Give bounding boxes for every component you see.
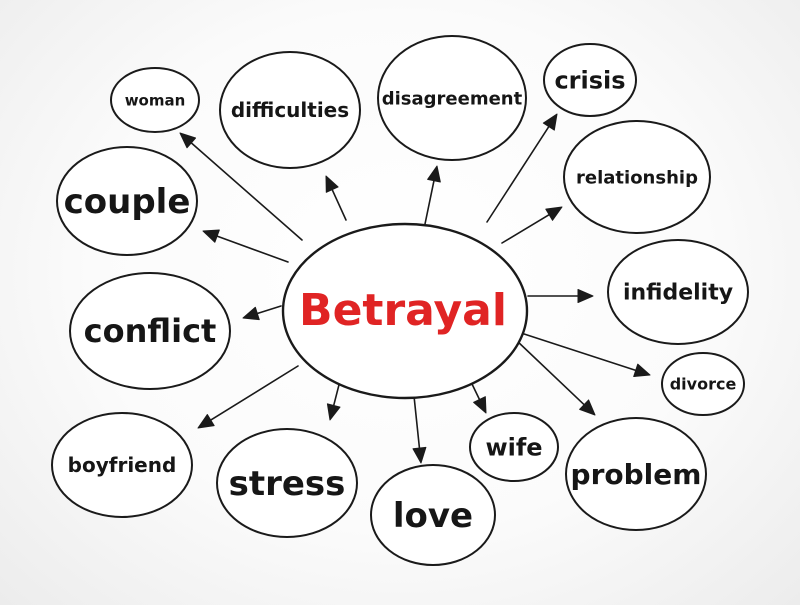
bubble-disagreement <box>377 35 527 161</box>
center-node: Betrayal <box>281 222 529 400</box>
label-woman: woman <box>125 91 186 109</box>
arrowhead-divorce <box>633 363 651 378</box>
label-couple: couple <box>64 182 191 222</box>
node-divorce: divorce <box>661 352 745 416</box>
connector-conflict <box>256 305 282 315</box>
bubble-relationship <box>563 120 711 234</box>
node-infidelity: infidelity <box>607 239 749 345</box>
connector-crisis <box>486 125 550 223</box>
bubble-infidelity <box>607 239 749 345</box>
bubble-boyfriend <box>51 412 193 518</box>
label-relationship: relationship <box>576 167 698 188</box>
node-stress: stress <box>216 428 358 538</box>
bubble-difficulties <box>219 51 361 169</box>
label-problem: problem <box>571 458 702 491</box>
arrowhead-crisis <box>542 113 558 131</box>
node-boyfriend: boyfriend <box>51 412 193 518</box>
bubble-stress <box>216 428 358 538</box>
node-crisis: crisis <box>543 43 637 117</box>
connector-difficulties <box>331 188 347 221</box>
arrowhead-stress <box>326 403 341 421</box>
bubble-couple <box>56 146 198 256</box>
label-crisis: crisis <box>554 66 625 94</box>
arrowhead-infidelity <box>577 289 594 303</box>
connector-relationship <box>501 213 550 244</box>
node-difficulties: difficulties <box>219 51 361 169</box>
arrowhead-difficulties <box>325 175 339 193</box>
connector-love <box>413 395 421 449</box>
node-wife: wife <box>469 412 559 482</box>
center-bubble <box>281 222 529 400</box>
center-label: Betrayal <box>299 285 507 336</box>
connector-couple <box>216 235 289 263</box>
label-stress: stress <box>229 464 346 504</box>
label-wife: wife <box>485 433 542 461</box>
label-love: love <box>393 496 473 536</box>
label-disagreement: disagreement <box>382 88 523 109</box>
label-boyfriend: boyfriend <box>68 453 177 477</box>
node-disagreement: disagreement <box>377 35 527 161</box>
node-couple: couple <box>56 146 198 256</box>
connector-divorce <box>517 331 637 372</box>
node-woman: woman <box>110 67 200 133</box>
bubble-wife <box>469 412 559 482</box>
connectors <box>179 113 651 464</box>
label-divorce: divorce <box>670 375 737 394</box>
label-conflict: conflict <box>84 312 217 350</box>
connector-boyfriend <box>209 365 299 421</box>
arrowhead-boyfriend <box>197 414 215 429</box>
bubble-problem <box>565 417 707 531</box>
connector-woman <box>190 142 303 241</box>
bubble-conflict <box>69 272 231 390</box>
label-infidelity: infidelity <box>623 281 733 306</box>
arrowhead-love <box>412 446 427 464</box>
node-love: love <box>370 464 496 566</box>
bubble-woman <box>110 67 200 133</box>
arrowhead-conflict <box>242 306 260 321</box>
connector-wife <box>471 383 481 401</box>
node-problem: problem <box>565 417 707 531</box>
arrowhead-wife <box>473 396 487 414</box>
node-relationship: relationship <box>563 120 711 234</box>
arrowhead-problem <box>579 399 596 416</box>
arrowhead-couple <box>202 229 220 243</box>
connector-problem <box>515 339 585 406</box>
label-difficulties: difficulties <box>231 98 349 122</box>
bubble-crisis <box>543 43 637 117</box>
arrowhead-relationship <box>545 206 563 221</box>
bubble-love <box>370 464 496 566</box>
node-conflict: conflict <box>69 272 231 390</box>
bubble-divorce <box>661 352 745 416</box>
bubbles: woman difficulties disagreement crisis relat… <box>51 35 749 566</box>
arrowhead-woman <box>179 132 197 149</box>
arrowhead-disagreement <box>427 165 441 183</box>
connector-disagreement <box>424 179 435 225</box>
